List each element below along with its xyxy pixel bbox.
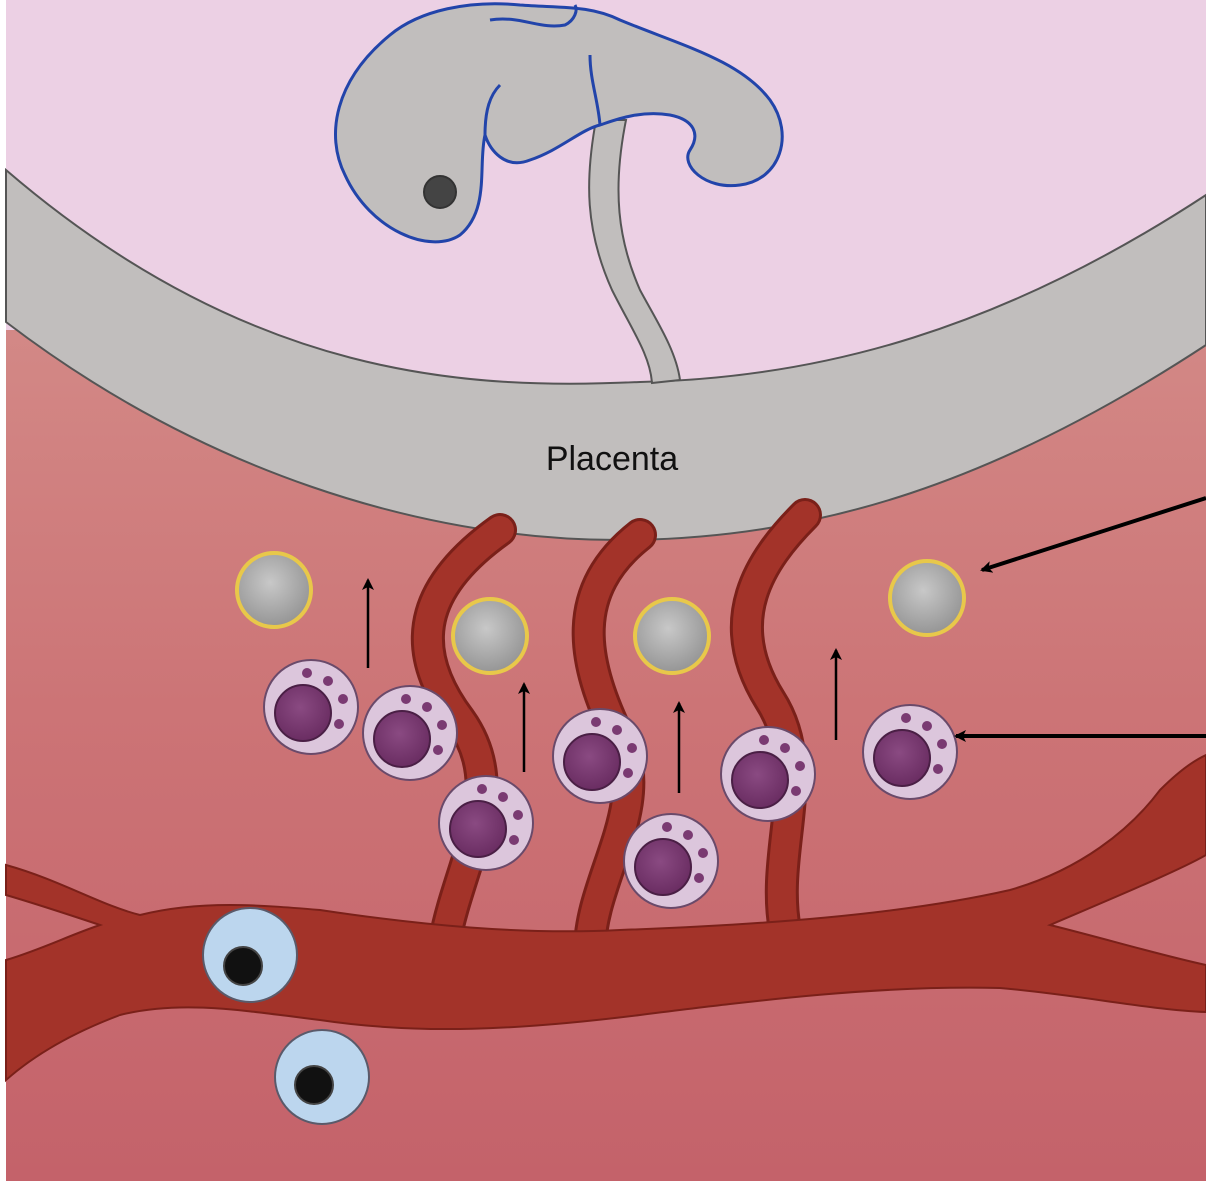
embryo-eye (424, 176, 456, 208)
granulated-cell-icon (553, 709, 647, 803)
granulated-cell-icon (624, 814, 718, 908)
granulated-cell-icon (863, 705, 957, 799)
ringed-cell-icon (890, 561, 964, 635)
granulated-cell-icon (721, 727, 815, 821)
circulating-cell-icon (275, 1030, 369, 1124)
granulated-cell-icon (439, 776, 533, 870)
ringed-cell-icon (237, 553, 311, 627)
placenta-label: Placenta (546, 440, 678, 478)
ringed-cell-icon (635, 599, 709, 673)
ringed-cell-icon (453, 599, 527, 673)
circulating-cell-icon (203, 908, 297, 1002)
granulated-cell-icon (363, 686, 457, 780)
granulated-cell-icon (264, 660, 358, 754)
